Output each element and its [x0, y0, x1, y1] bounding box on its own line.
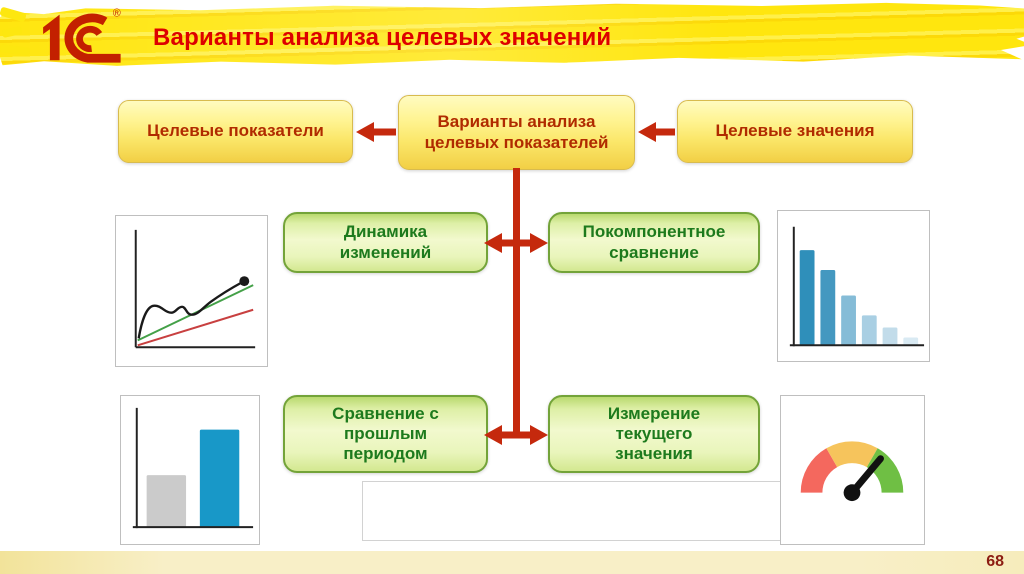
thumbnail-trend-chart — [115, 215, 268, 367]
gauge-green-zone — [866, 448, 904, 494]
node-target-indicators: Целевые показатели — [118, 100, 353, 163]
node-target-values: Целевые значения — [677, 100, 913, 163]
bar — [799, 250, 815, 346]
node-label: Динамика изменений — [339, 222, 432, 262]
bars — [146, 429, 240, 528]
node-analysis-options: Варианты анализа целевых показателей — [398, 95, 635, 170]
node-dynamics: Динамика изменений — [283, 212, 488, 273]
bars — [799, 250, 919, 346]
thumbnail-gauge — [780, 395, 925, 545]
gauge-yellow-zone — [826, 441, 878, 468]
thumbnail-pareto-chart — [777, 210, 930, 362]
thumbnail-two-bar-chart — [120, 395, 260, 545]
node-label: Сравнение с прошлым периодом — [332, 403, 439, 464]
arrow-to-analysis-options — [638, 122, 675, 142]
bar — [903, 337, 919, 346]
double-arrow-bottom-row — [484, 425, 548, 445]
arrow-to-target-indicators — [356, 122, 396, 142]
bar — [199, 429, 240, 528]
gauge-chart — [800, 441, 904, 502]
node-label: Целевые значения — [715, 121, 875, 141]
bar — [146, 475, 187, 528]
gauge-hub — [843, 484, 861, 502]
double-arrow-middle-row — [484, 233, 548, 253]
trend-chart — [134, 229, 256, 349]
bar — [882, 327, 898, 346]
node-current-value-measurement: Измерение текущего значения — [548, 395, 760, 473]
bar — [841, 295, 856, 346]
node-label: Покомпонентное сравнение — [582, 222, 726, 262]
bar — [820, 270, 836, 346]
bar — [861, 315, 877, 346]
page-number: 68 — [986, 553, 1004, 570]
registered-mark: ® — [113, 8, 121, 20]
two-bar-chart — [132, 407, 254, 529]
node-past-period-comparison: Сравнение с прошлым периодом — [283, 395, 488, 473]
threshold-trend-line — [137, 308, 254, 347]
node-label: Измерение текущего значения — [607, 403, 701, 464]
current-point-marker — [239, 276, 250, 287]
node-component-comparison: Покомпонентное сравнение — [548, 212, 760, 273]
empty-placeholder-frame — [362, 481, 828, 541]
pareto-chart — [789, 226, 925, 347]
logo-1c-icon: ® — [43, 8, 121, 63]
node-label: Варианты анализа целевых показателей — [424, 112, 609, 152]
gauge-red-zone — [800, 448, 838, 494]
footer-band: 68 — [0, 551, 1024, 574]
actual-value-curve — [137, 281, 243, 339]
node-label: Целевые показатели — [147, 121, 324, 141]
vertical-connector-line — [513, 168, 520, 435]
slide-title: Варианты анализа целевых значений — [153, 24, 612, 51]
